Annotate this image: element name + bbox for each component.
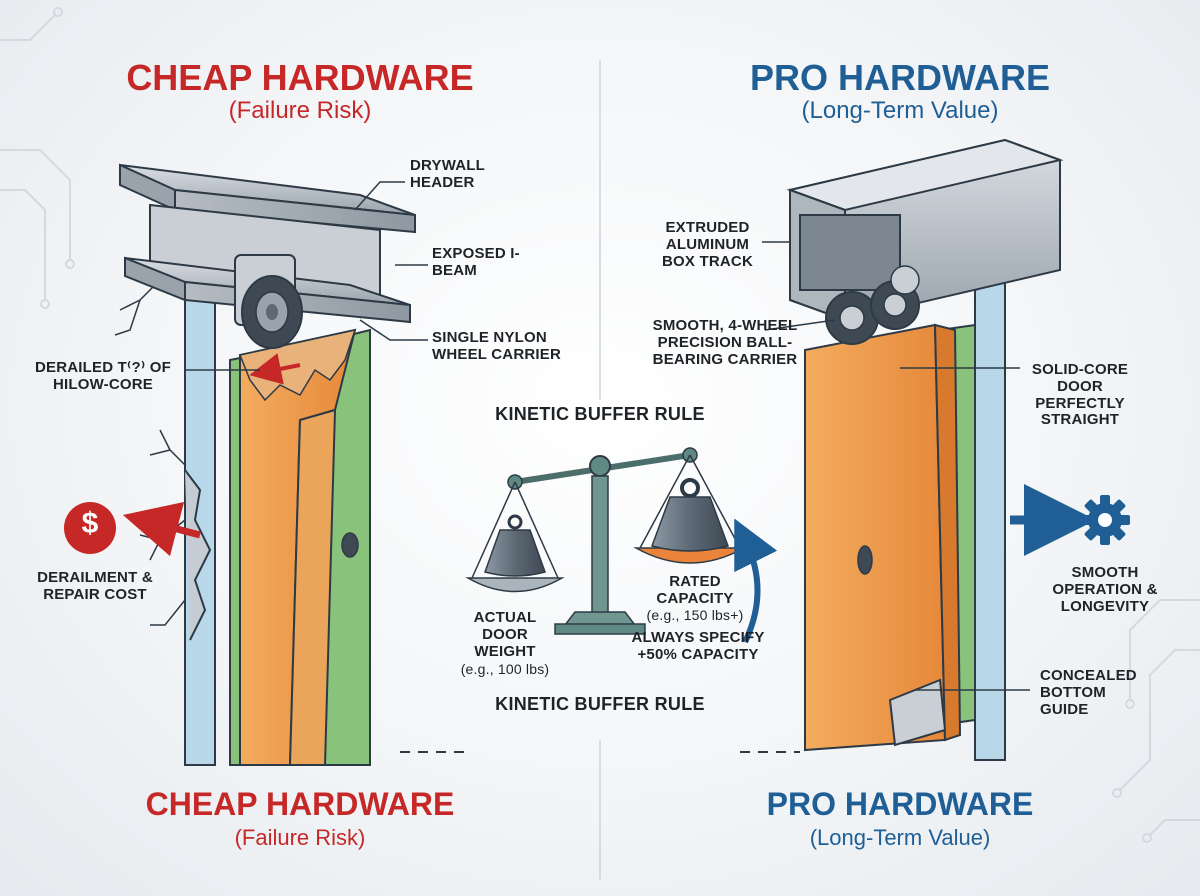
pro-leader-lines — [762, 241, 1030, 691]
derailment-cost-label: DERAILMENT & REPAIR COST — [37, 569, 153, 603]
derailed-top-label: DERAILED T⁽?⁾ OF HILOW-CORE — [34, 359, 171, 393]
cheap-leader-lines — [185, 181, 428, 371]
solid-core-label: SOLID-CORE DOOR PERFECTLY STRAIGHT — [1031, 361, 1129, 429]
always-specify-label: ALWAYS SPECIFY +50% CAPACITY — [631, 629, 765, 663]
circuit-decoration-left — [0, 7, 75, 309]
smooth-operation-label: SMOOTH OPERATION & LONGEVITY — [1052, 564, 1158, 615]
rated-capacity-label: RATED CAPACITY — [656, 573, 734, 607]
pro-title: PRO HARDWARE — [749, 57, 1050, 98]
cheap-subtitle: (Failure Risk) — [228, 97, 372, 124]
exposed-ibeam-label: EXPOSED I-BEAM — [432, 245, 520, 279]
cheap-footer-title: CHEAP HARDWARE — [145, 786, 455, 822]
single-wheel-label: SINGLE NYLON WHEEL CARRIER — [432, 329, 561, 363]
rated-capacity-example: (e.g., 150 lbs+) — [646, 607, 744, 623]
cheap-assembly — [114, 163, 416, 766]
bottom-guide-label: CONCEALED BOTTOM GUIDE — [1040, 667, 1137, 718]
pro-assembly — [786, 138, 1064, 761]
drywall-header-label: DRYWALL HEADER — [410, 157, 485, 191]
gear-icon — [1080, 495, 1130, 545]
kinetic-rule-bottom: KINETIC BUFFER RULE — [495, 694, 705, 714]
actual-weight-example: (e.g., 100 lbs) — [460, 661, 550, 677]
cheap-footer-subtitle: (Failure Risk) — [234, 825, 366, 850]
pro-subtitle: (Long-Term Value) — [801, 97, 999, 124]
cheap-title: CHEAP HARDWARE — [126, 57, 474, 98]
four-wheel-carrier-label: SMOOTH, 4-WHEEL PRECISION BALL-BEARING C… — [652, 317, 798, 368]
box-track-label: EXTRUDED ALUMINUM BOX TRACK — [662, 219, 753, 270]
pro-footer-title: PRO HARDWARE — [766, 786, 1034, 822]
kinetic-rule-top: KINETIC BUFFER RULE — [495, 404, 705, 424]
balance-scale-icon — [465, 447, 747, 635]
actual-weight-label: ACTUAL DOOR WEIGHT — [473, 609, 537, 660]
capacity-arrow — [734, 518, 778, 644]
circuit-decoration-right — [1112, 599, 1200, 843]
pro-footer-subtitle: (Long-Term Value) — [809, 825, 991, 850]
derailment-arrow — [122, 501, 201, 557]
dollar-glyph: $ — [81, 507, 99, 540]
dollar-icon — [64, 502, 116, 554]
